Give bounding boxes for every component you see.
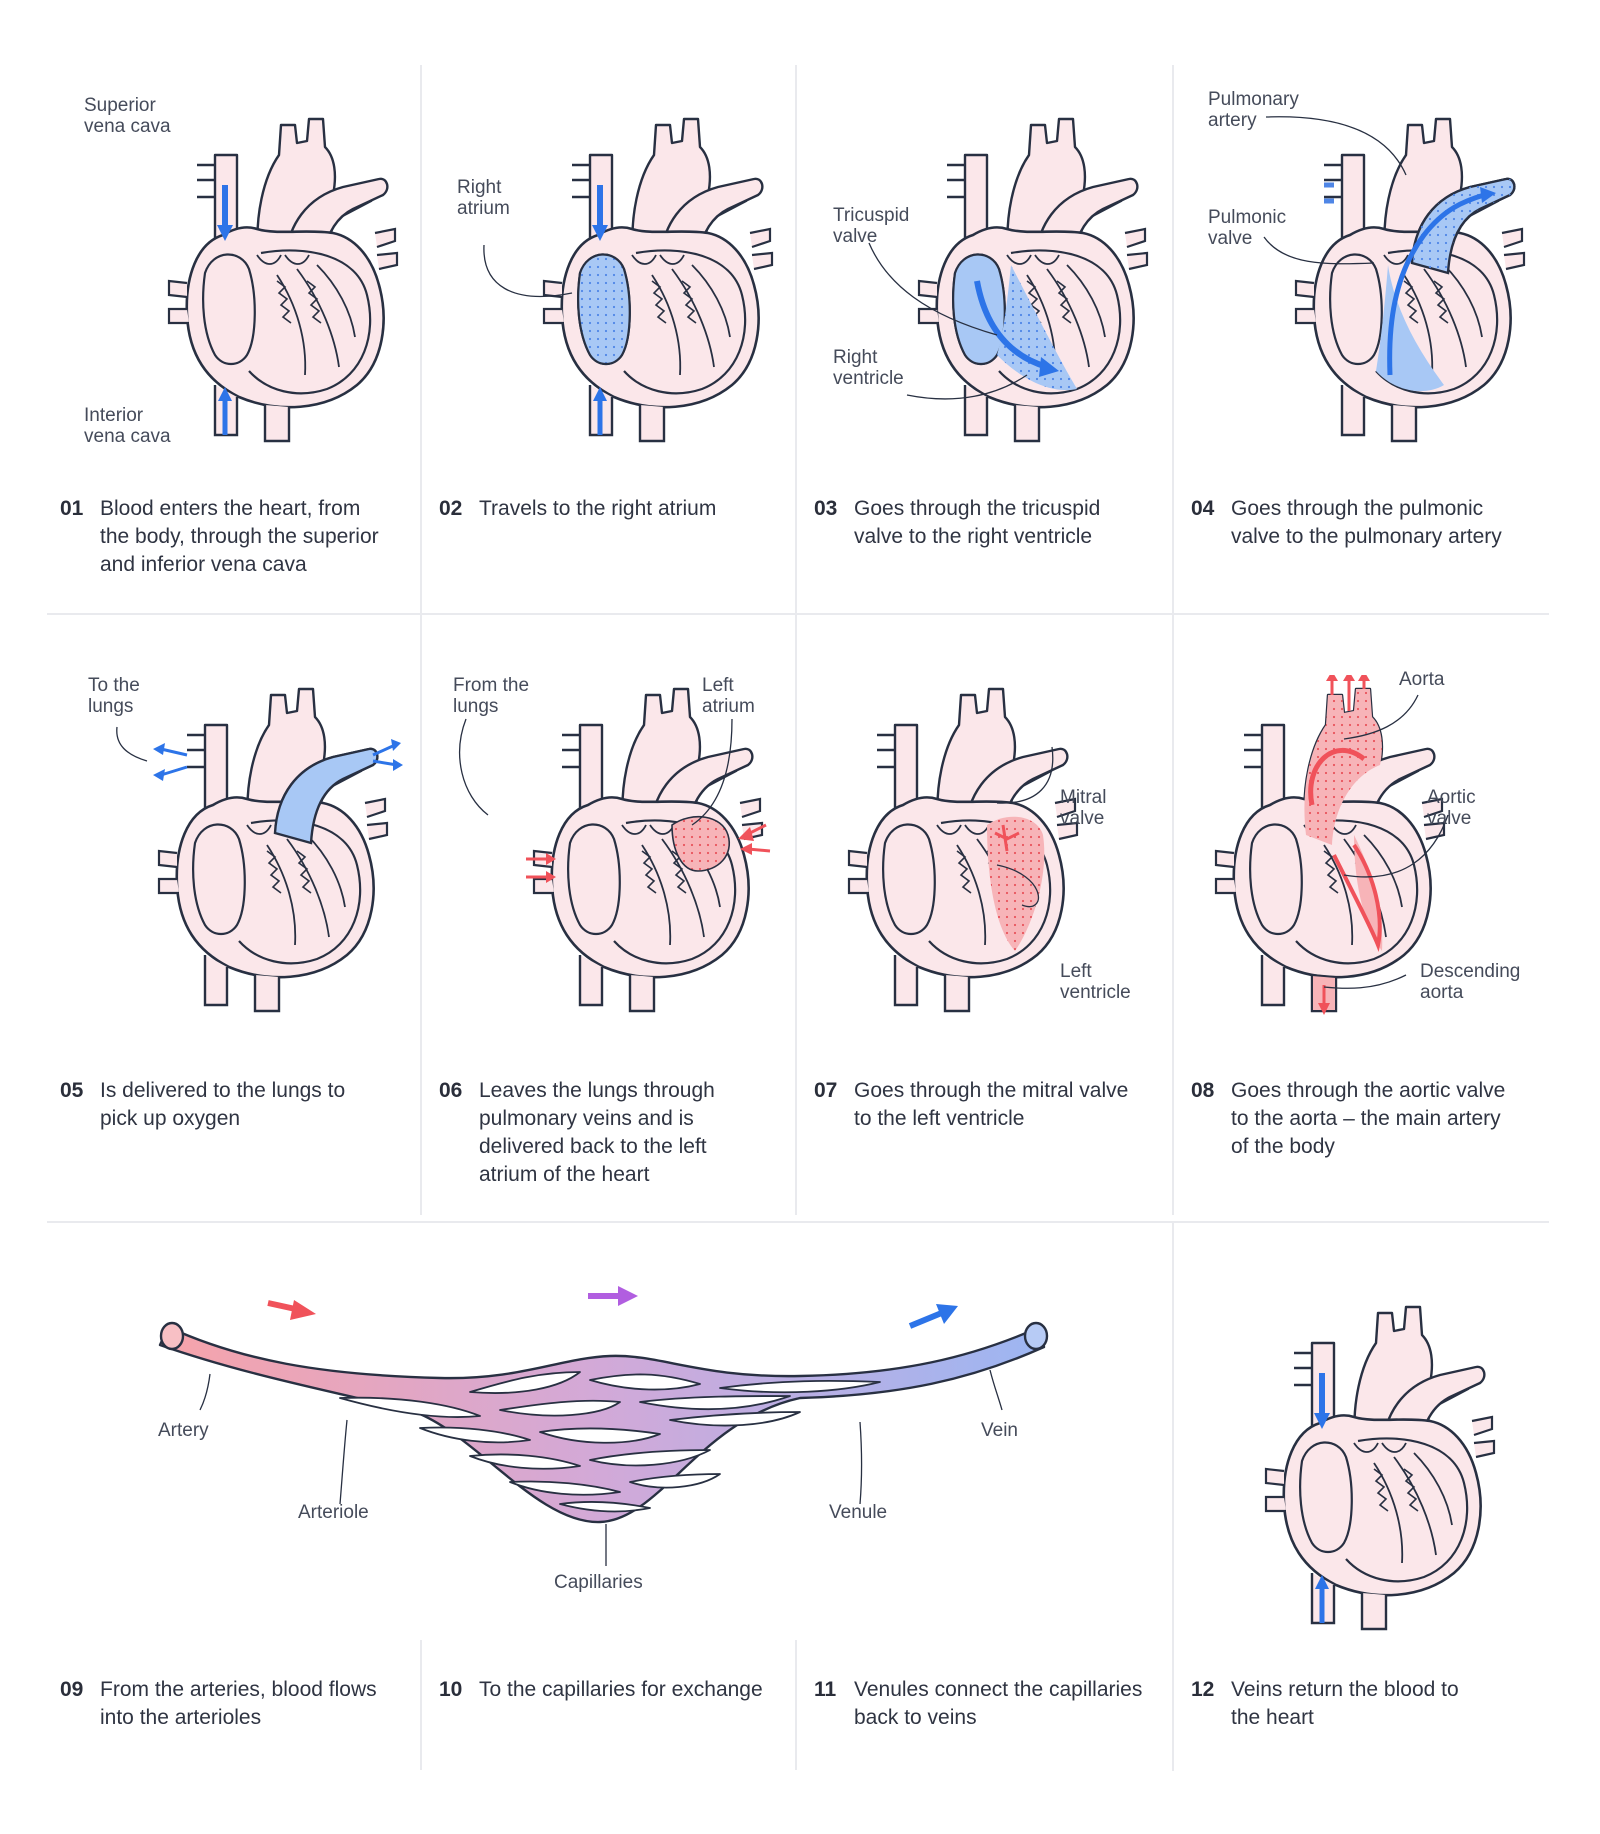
col-divider-1-bottom xyxy=(420,1640,422,1770)
col-divider-2-bottom xyxy=(795,1640,797,1770)
label-artery: Artery xyxy=(158,1420,209,1441)
valve-arrow-icon xyxy=(994,824,1020,852)
flow-arrow-icon xyxy=(974,280,1048,370)
step-10-caption: 10 To the capillaries for exchange xyxy=(439,1678,763,1701)
col-divider-3-bottom xyxy=(1172,1221,1174,1771)
label-venule: Venule xyxy=(829,1502,888,1523)
heart-illustration xyxy=(542,117,774,443)
heart-illustration xyxy=(1264,1305,1496,1631)
row-divider-1 xyxy=(47,613,1549,615)
label-aorta: Aorta xyxy=(1399,669,1445,690)
row-divider-2 xyxy=(47,1221,1549,1223)
step-02-caption: 02 Travels to the right atrium xyxy=(439,497,717,520)
heart-illustration xyxy=(526,687,771,1013)
blue-arrow-icon xyxy=(908,1309,946,1329)
label-arteriole: Arteriole xyxy=(298,1502,369,1523)
heart-illustration xyxy=(917,117,1149,443)
flow-arrow-icon xyxy=(1387,192,1485,376)
step-12-cell xyxy=(1174,1223,1549,1768)
heart-illustration xyxy=(153,687,403,1013)
left-arrows-icon xyxy=(160,747,188,777)
heart-illustration xyxy=(1214,675,1446,1015)
label-vein: Vein xyxy=(981,1420,1018,1441)
red-arrow-icon xyxy=(267,1300,301,1313)
heart-illustration xyxy=(1294,117,1526,443)
flow-arrow-icon xyxy=(1308,747,1366,806)
heart-illustration xyxy=(167,117,399,443)
label-capillaries: Capillaries xyxy=(554,1572,643,1593)
col-divider-2-top xyxy=(795,65,797,1215)
heart-illustration xyxy=(847,687,1079,1013)
col-divider-3-top xyxy=(1172,65,1174,1215)
col-divider-1-top xyxy=(420,65,422,1215)
